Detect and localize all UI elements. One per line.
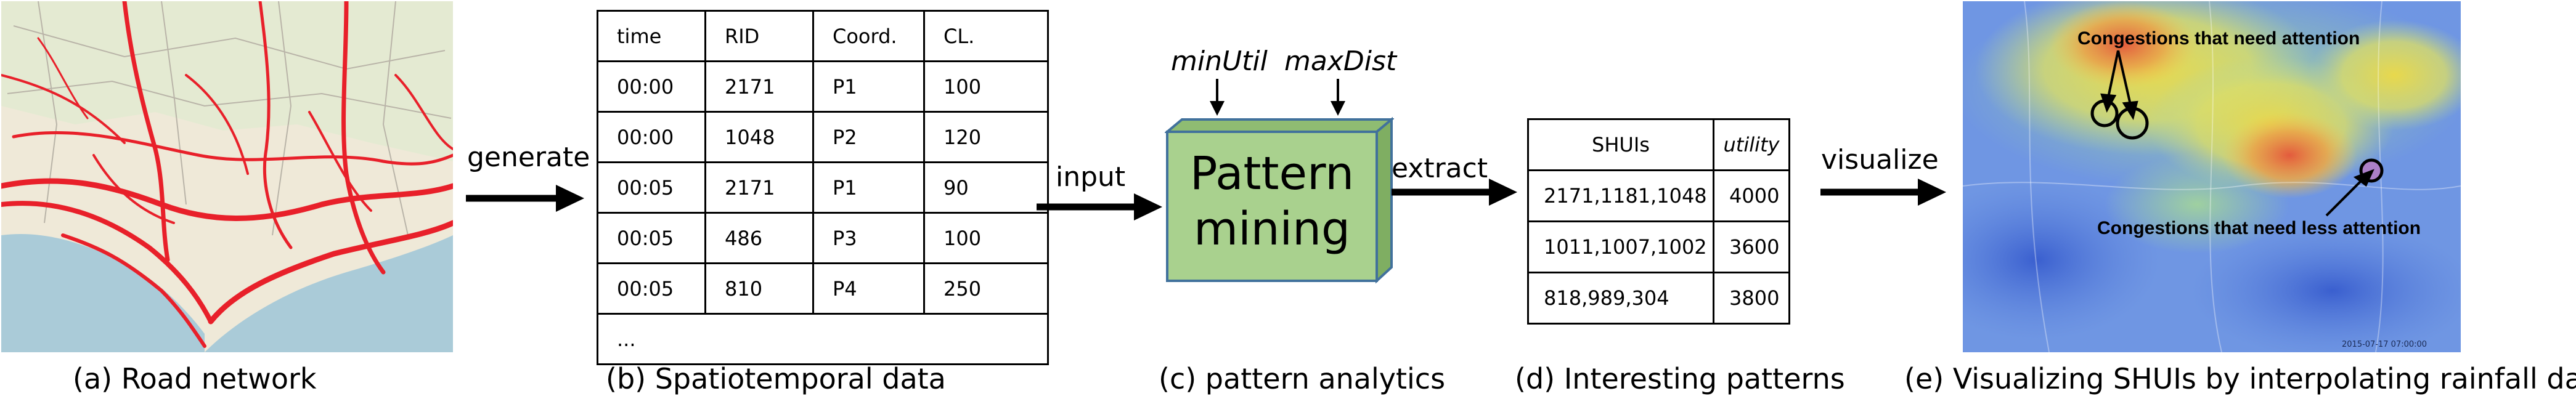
table-row: 00:00 2171 P1 100 bbox=[597, 60, 1049, 113]
label-congestions-attention: Congestions that need attention bbox=[2077, 28, 2360, 49]
cell-rid: 2171 bbox=[704, 60, 814, 113]
header-cl: CL. bbox=[923, 10, 1049, 62]
table-row-ellipsis: ... bbox=[597, 313, 1049, 365]
table-row: 00:00 1048 P2 120 bbox=[597, 111, 1049, 163]
table-row: 00:05 810 P4 250 bbox=[597, 262, 1049, 315]
patterns-table: SHUIs utility 2171,1181,1048 4000 1011,1… bbox=[1527, 118, 1790, 325]
cell-rid: 810 bbox=[704, 262, 814, 315]
cell-shui: 818,989,304 bbox=[1527, 272, 1714, 325]
pattern-mining-title-line1: Pattern bbox=[1189, 147, 1355, 200]
cell-coord: P2 bbox=[812, 111, 925, 163]
arrow-min-util bbox=[1210, 79, 1225, 116]
table-row: 00:05 2171 P1 90 bbox=[597, 161, 1049, 214]
cell-rid: 1048 bbox=[704, 111, 814, 163]
arrow-generate bbox=[466, 185, 584, 212]
cell-time: 00:00 bbox=[597, 111, 706, 163]
cell-coord: P3 bbox=[812, 212, 925, 264]
rainfall-map: Congestions that need attention Congesti… bbox=[1963, 1, 2461, 352]
header-coord: Coord. bbox=[812, 10, 925, 62]
cell-coord: P4 bbox=[812, 262, 925, 315]
cell-time: 00:05 bbox=[597, 262, 706, 315]
cell-utility: 3800 bbox=[1713, 272, 1790, 325]
table-row: 2171,1181,1048 4000 bbox=[1527, 169, 1790, 222]
cell-time: 00:05 bbox=[597, 212, 706, 264]
header-rid: RID bbox=[704, 10, 814, 62]
caption-interesting-patterns: (d) Interesting patterns bbox=[1515, 362, 1845, 395]
table-header-row: time RID Coord. CL. bbox=[597, 10, 1049, 62]
spatiotemporal-table: time RID Coord. CL. 00:00 2171 P1 100 00… bbox=[597, 10, 1049, 365]
arrow-label-generate: generate bbox=[467, 142, 590, 173]
cell-time: 00:05 bbox=[597, 161, 706, 214]
cell-rid: 486 bbox=[704, 212, 814, 264]
arrow-max-dist bbox=[1331, 79, 1345, 116]
rainfall-heatmap-graphic bbox=[1963, 1, 2461, 352]
caption-road-network: (a) Road network bbox=[73, 362, 317, 395]
cell-cl: 100 bbox=[923, 60, 1049, 113]
arrow-label-extract: extract bbox=[1392, 153, 1488, 184]
road-network-graphic bbox=[1, 1, 453, 352]
cell-rid: 2171 bbox=[704, 161, 814, 214]
cell-cl: 90 bbox=[923, 161, 1049, 214]
caption-pattern-analytics: (c) pattern analytics bbox=[1159, 362, 1446, 395]
pattern-mining-box bbox=[1165, 117, 1394, 284]
header-time: time bbox=[597, 10, 706, 62]
road-network-map bbox=[1, 1, 453, 352]
cell-shui: 1011,1007,1002 bbox=[1527, 220, 1714, 273]
caption-spatiotemporal-data: (b) Spatiotemporal data bbox=[606, 362, 946, 395]
cell-ellipsis: ... bbox=[597, 313, 1049, 365]
arrow-extract bbox=[1392, 179, 1517, 206]
cell-coord: P1 bbox=[812, 60, 925, 113]
cell-utility: 4000 bbox=[1713, 169, 1790, 222]
table-row: 818,989,304 3800 bbox=[1527, 272, 1790, 325]
cell-coord: P1 bbox=[812, 161, 925, 214]
cell-shui: 2171,1181,1048 bbox=[1527, 169, 1714, 222]
arrow-label-input: input bbox=[1056, 161, 1126, 193]
cell-cl: 120 bbox=[923, 111, 1049, 163]
label-congestions-less-attention: Congestions that need less attention bbox=[2097, 218, 2421, 238]
cell-cl: 250 bbox=[923, 262, 1049, 315]
table-row: 00:05 486 P3 100 bbox=[597, 212, 1049, 264]
param-max-dist: maxDist bbox=[1284, 46, 1397, 77]
table-row: 1011,1007,1002 3600 bbox=[1527, 220, 1790, 273]
arrow-visualize bbox=[1820, 179, 1946, 206]
header-utility: utility bbox=[1713, 118, 1790, 171]
cell-time: 00:00 bbox=[597, 60, 706, 113]
arrow-input bbox=[1037, 193, 1162, 220]
table-header-row: SHUIs utility bbox=[1527, 118, 1790, 171]
param-min-util: minUtil bbox=[1171, 46, 1268, 77]
pattern-mining-title-line2: mining bbox=[1194, 203, 1350, 256]
cell-utility: 3600 bbox=[1713, 220, 1790, 273]
arrow-label-visualize: visualize bbox=[1821, 144, 1939, 176]
caption-visualizing-shuis: (e) Visualizing SHUIs by interpolating r… bbox=[1904, 362, 2576, 395]
cell-cl: 100 bbox=[923, 212, 1049, 264]
map-timestamp: 2015-07-17 07:00:00 bbox=[2342, 340, 2427, 349]
header-shuis: SHUIs bbox=[1527, 118, 1714, 171]
